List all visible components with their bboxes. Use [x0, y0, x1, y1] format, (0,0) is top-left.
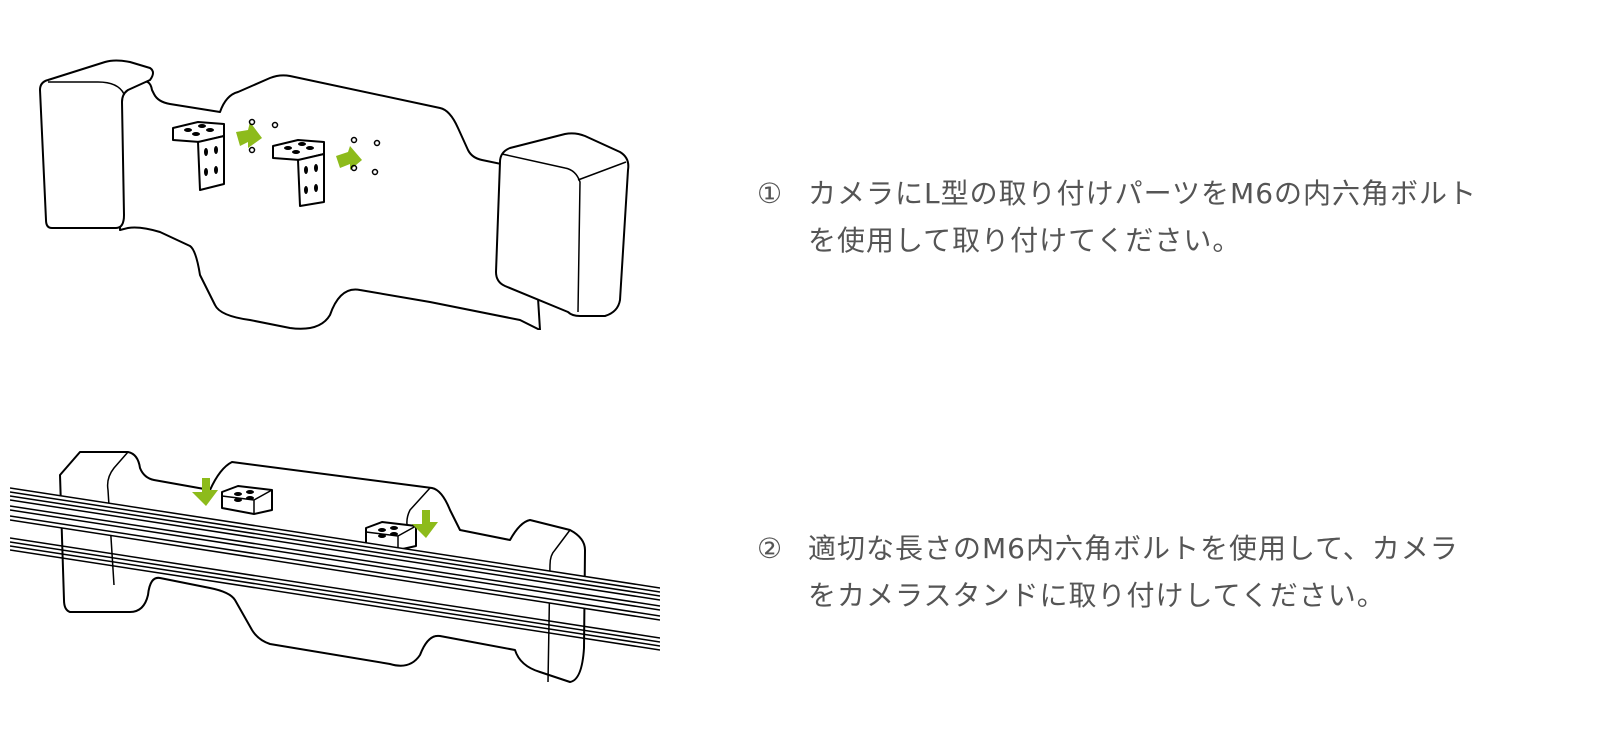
camera-l-bracket-diagram	[39, 59, 630, 330]
step-2-number: ②	[757, 532, 784, 565]
step-1-text: カメラにL型の取り付けパーツをM6の内六角ボルト を使用して取り付けてください。	[808, 170, 1528, 264]
step-1-line-1: カメラにL型の取り付けパーツをM6の内六角ボルト	[808, 177, 1478, 210]
step-1-number: ①	[757, 177, 784, 210]
step-2-illustration	[10, 430, 660, 690]
step-1-line-2: を使用して取り付けてください。	[808, 224, 1242, 257]
step-2-line-2: をカメラスタンドに取り付けしてください。	[808, 579, 1386, 612]
camera-stand-mount-diagram	[10, 451, 660, 683]
step-1-illustration	[20, 50, 640, 330]
step-2-line-1: 適切な長さのM6内六角ボルトを使用して、カメラ	[808, 532, 1459, 565]
step-2-text: 適切な長さのM6内六角ボルトを使用して、カメラ をカメラスタンドに取り付けしてく…	[808, 525, 1528, 619]
